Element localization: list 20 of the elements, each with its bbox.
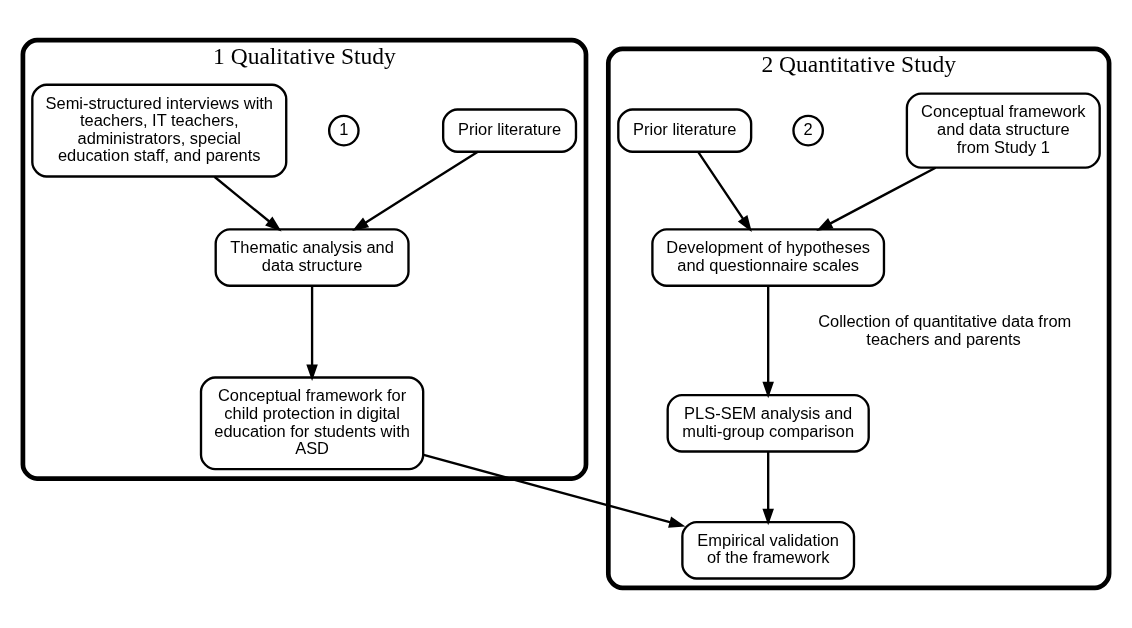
node-box: Prior literature bbox=[617, 108, 753, 153]
node-box: Prior literature bbox=[442, 108, 578, 153]
node-box: Empirical validation of the framework bbox=[681, 520, 856, 580]
arrow bbox=[762, 286, 774, 399]
arrow bbox=[423, 453, 686, 528]
node-circle: 2 bbox=[792, 114, 825, 147]
arrow bbox=[352, 150, 479, 232]
edge-label: Collection of quantitative data from teachers and parents bbox=[818, 312, 1072, 348]
node-box: Conceptual framework and data structure from Study 1 bbox=[905, 92, 1101, 169]
arrow bbox=[762, 451, 774, 526]
arrow bbox=[213, 175, 282, 232]
arrow bbox=[306, 286, 318, 381]
node-box: Development of hypotheses and questionnaire scales bbox=[651, 228, 886, 287]
node-box: PLS-SEM analysis and multi-group comparison bbox=[666, 393, 870, 453]
node-circle: 1 bbox=[327, 114, 360, 147]
arrow bbox=[697, 151, 752, 232]
node-box: Semi-structured interviews with teachers, IT teachers, administrators, special education staff, and parents bbox=[31, 83, 288, 178]
node-box: Conceptual framework for child protection in digital education for students with ASD bbox=[199, 376, 425, 471]
arrow bbox=[816, 166, 937, 231]
node-box: Thematic analysis and data structure bbox=[214, 228, 410, 287]
